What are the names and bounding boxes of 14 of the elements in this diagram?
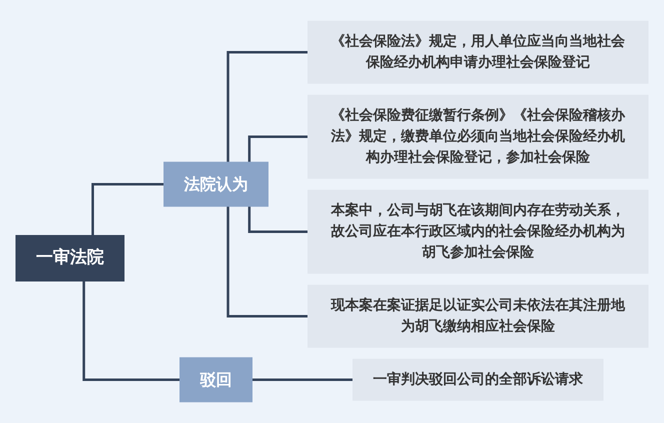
connector bbox=[226, 206, 308, 318]
node-box: 一审判决驳回公司的全部诉讼请求 bbox=[352, 358, 604, 401]
connector bbox=[248, 206, 308, 233]
node-box: 一审法院 bbox=[16, 235, 124, 282]
node-box: 现本案在案证据足以证实公司未依法在其注册地为胡飞缴纳相应社会保险 bbox=[308, 284, 648, 348]
connector bbox=[226, 51, 308, 162]
connector bbox=[248, 136, 308, 162]
node-box: 《社会保险法》规定，用人单位应当向当地社会保险经办机构申请办理社会保险登记 bbox=[308, 20, 648, 84]
connector bbox=[92, 183, 164, 236]
node-box: 本案中，公司与胡飞在该期间内存在劳动关系，故公司应在本行政区域内的社会保险经办机构为胡飞参加社会保险 bbox=[308, 190, 648, 274]
node-box: 《社会保险费征缴暂行条例》《社会保险稽核办法》规定，缴费单位必须向当地社会保险经办机构办理社会保险登记，参加社会保险 bbox=[308, 94, 648, 179]
connector bbox=[82, 281, 180, 381]
node-box: 法院认为 bbox=[164, 162, 268, 207]
connector bbox=[250, 378, 353, 381]
